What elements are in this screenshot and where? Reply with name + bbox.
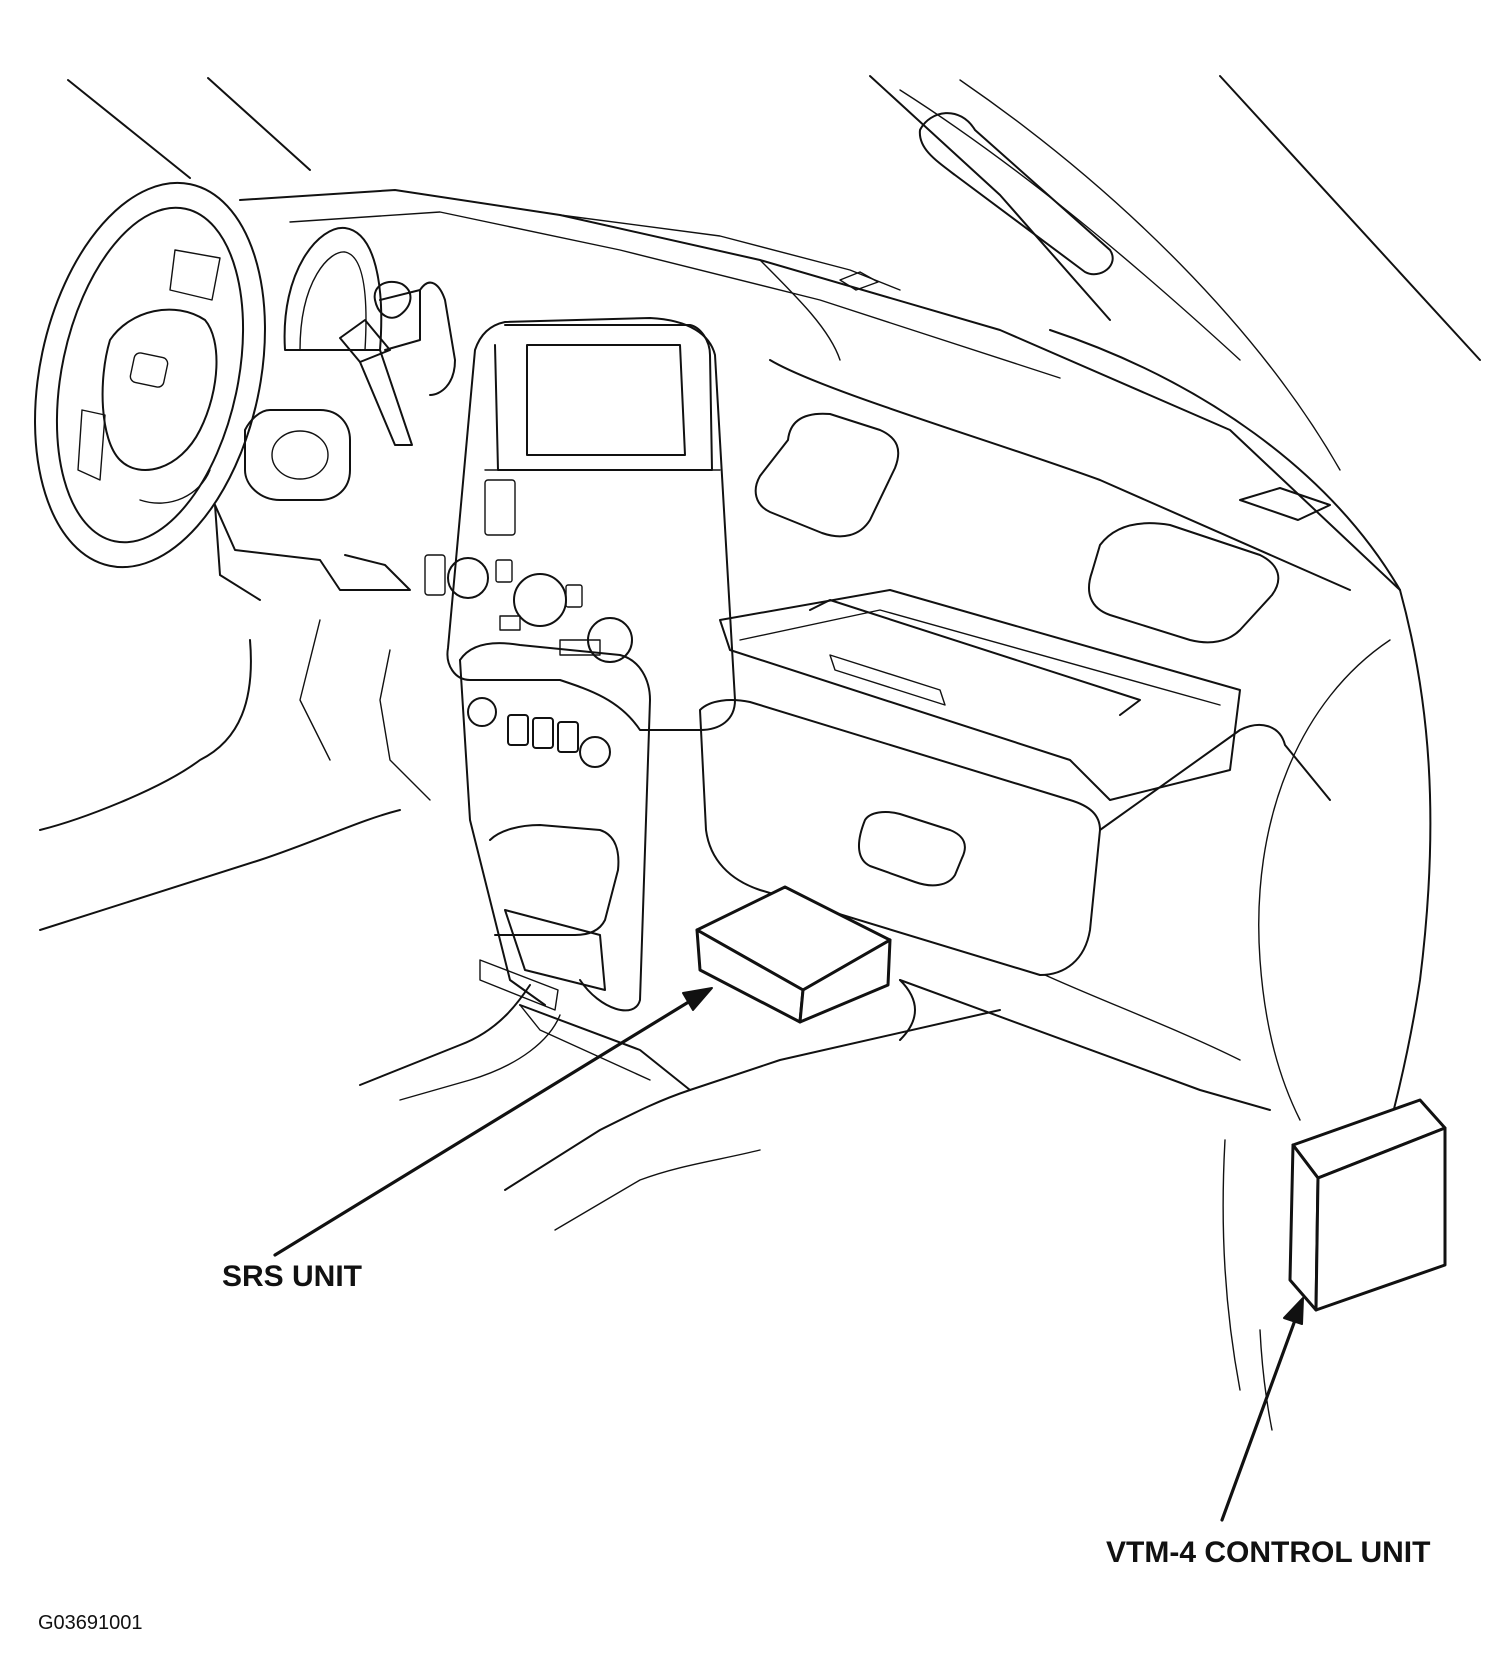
lower-console <box>459 642 651 1012</box>
center-console <box>424 317 736 731</box>
vtm4-control-unit-label: VTM-4 CONTROL UNIT <box>1106 1536 1431 1569</box>
glove-box <box>699 589 1331 1111</box>
srs-unit-leader-arrow <box>273 987 713 1257</box>
dashboard-vents <box>754 412 1331 644</box>
column-lever <box>339 280 413 446</box>
steering-wheel <box>34 181 266 569</box>
figure-id: G03691001 <box>38 1612 143 1634</box>
floor-lines <box>359 984 1001 1231</box>
lower-left-dash <box>39 409 431 931</box>
vtm4-control-unit-leader-arrow <box>1220 1297 1304 1522</box>
srs-unit-label: SRS UNIT <box>222 1260 363 1293</box>
instrument-cluster <box>283 226 456 396</box>
vtm4-control-unit-box <box>1288 1098 1447 1312</box>
dashboard-top <box>239 189 1401 591</box>
srs-unit-box <box>695 885 892 1024</box>
